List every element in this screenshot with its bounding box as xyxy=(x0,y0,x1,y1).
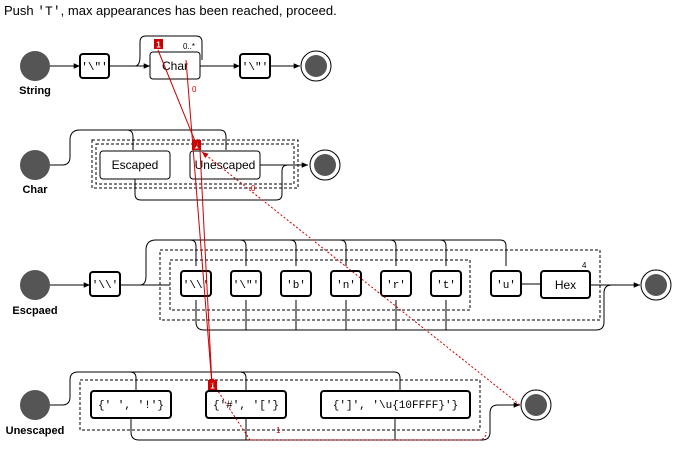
rule-escaped: Escpaed '\\' '\\' '\"' 'b' 'n' 'r' 't' '… xyxy=(12,239,672,331)
start-node[interactable] xyxy=(20,270,50,300)
trace-arrow xyxy=(185,59,213,386)
status-message: Push 'T', max appearances has been reach… xyxy=(4,3,337,19)
terminal-label: 'b' xyxy=(286,280,306,292)
terminal-node[interactable] xyxy=(380,270,412,297)
start-node[interactable] xyxy=(20,150,50,180)
terminal-label: 'n' xyxy=(336,280,356,292)
status-suffix: , max appearances has been reached, proc… xyxy=(60,3,337,18)
active-marker: 1 xyxy=(208,380,217,391)
rule-unescaped: Unescaped {' ', '!'} {'#', '['} {']', '\… xyxy=(6,371,552,441)
trace-arrow xyxy=(199,149,215,386)
counter-label: 0 xyxy=(251,184,256,193)
terminal-label: '\"' xyxy=(242,62,268,74)
terminal-node[interactable] xyxy=(89,271,121,297)
start-node[interactable] xyxy=(20,51,50,81)
rule-string: String '\"' Char 0..* 0 '\"' 1 xyxy=(19,35,332,97)
rule-name: Escpaed xyxy=(12,305,57,317)
terminal-label: 't' xyxy=(436,280,456,292)
terminal-node[interactable] xyxy=(230,270,262,297)
rule-name: Char xyxy=(22,184,48,196)
terminal-label: {' ', '!'} xyxy=(98,400,164,412)
active-marker: 1 xyxy=(154,39,163,50)
terminal-label: {'#', '['} xyxy=(213,400,279,412)
terminal-label: {']', '\u{10FFFF}'} xyxy=(333,400,458,412)
start-node[interactable] xyxy=(20,390,50,420)
status-prefix: Push xyxy=(4,3,38,18)
terminal-label: 'u' xyxy=(496,280,516,292)
trace-arrow xyxy=(157,49,198,147)
group-box xyxy=(79,379,481,431)
svg-text:1: 1 xyxy=(210,382,215,391)
rule-char: Char Escaped Unescaped 0 1 xyxy=(20,129,341,201)
rule-name: String xyxy=(19,85,51,97)
rule-name: Unescaped xyxy=(6,425,65,437)
nonterminal-label: Escaped xyxy=(112,158,159,172)
trace-overlay xyxy=(157,49,521,441)
repeat-label: 4 xyxy=(582,261,587,270)
terminal-label: '\"' xyxy=(233,280,259,292)
terminal-label: '\"' xyxy=(81,62,107,74)
terminal-node[interactable] xyxy=(330,270,362,297)
counter-label: 1 xyxy=(276,426,281,435)
terminal-label: '\\' xyxy=(183,280,209,292)
nonterminal-label: Hex xyxy=(555,278,576,292)
nonterminal-label: Unescaped xyxy=(195,158,256,172)
terminal-node[interactable] xyxy=(430,270,462,297)
terminal-label: 'r' xyxy=(386,280,406,292)
terminal-node[interactable] xyxy=(280,270,312,297)
status-token: 'T' xyxy=(37,4,61,19)
repeat-label: 0..* xyxy=(183,42,195,51)
svg-text:1: 1 xyxy=(156,41,161,50)
counter-label: 0 xyxy=(192,85,197,94)
terminal-label: '\\' xyxy=(92,280,118,292)
nonterminal-label: Char xyxy=(162,59,188,73)
